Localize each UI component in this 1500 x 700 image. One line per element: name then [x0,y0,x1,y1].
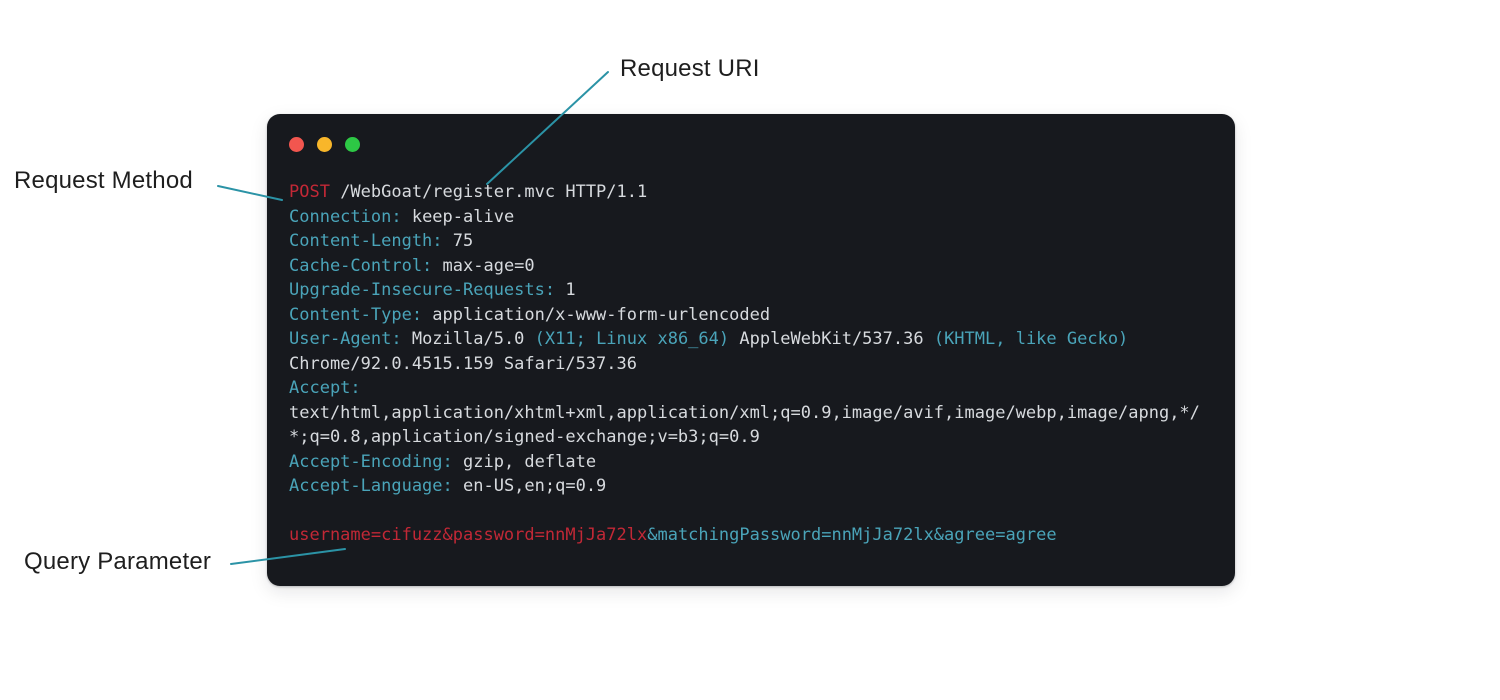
code-line: POST /WebGoat/register.mvc HTTP/1.1 [289,180,1219,205]
code-line: User-Agent: Mozilla/5.0 (X11; Linux x86_… [289,327,1219,352]
code-line: Connection: keep-alive [289,205,1219,230]
code-line: Chrome/92.0.4515.159 Safari/537.36 [289,352,1219,377]
code-segment-plain: 1 [555,280,576,300]
maximize-button-icon[interactable] [345,137,360,152]
code-line [289,499,1219,524]
code-segment-key: Accept-Language: [289,476,453,496]
code-segment-plain: application/x-www-form-urlencoded [422,304,771,325]
code-segment-key: Accept-Encoding: [289,451,453,472]
code-line: *;q=0.8,application/signed-exchange;v=b3… [289,425,1219,450]
code-line: Upgrade-Insecure-Requests: 1 [289,278,1219,303]
code-line: Cache-Control: max-age=0 [289,254,1219,279]
code-segment-plain: 75 [442,231,474,251]
code-segment-plain: gzip, deflate [452,451,597,472]
code-segment-key: User-Agent: [289,329,402,349]
code-segment-plain: Mozilla/5.0 [401,329,535,349]
code-segment-plain: text/html,application/xhtml+xml,applicat… [289,402,1200,423]
query-parameter-label: Query Parameter [24,548,212,575]
code-segment-key: Cache-Control: [289,255,433,276]
code-segment-red: username=cifuzz&password=nnMjJa72lx [289,525,648,545]
code-segment-key: Content-Length: [289,231,443,251]
code-line: Content-Length: 75 [289,229,1219,254]
code-line: username=cifuzz&password=nnMjJa72lx&matc… [289,523,1219,548]
window-titlebar [289,137,360,152]
code-line: Content-Type: application/x-www-form-url… [289,303,1219,328]
code-segment-key: Upgrade-Insecure-Requests: [289,280,556,300]
code-segment-key: (KHTML, like Gecko) [933,329,1129,349]
code-segment-plain: keep-alive [401,206,515,227]
code-segment-key: (X11; Linux x86_64) [534,329,730,349]
code-segment-key: Content-Type: [289,304,423,325]
code-segment-plain: *;q=0.8,application/signed-exchange;v=b3… [289,427,760,447]
request-method-label: Request Method [14,167,193,194]
minimize-button-icon[interactable] [317,137,332,152]
code-segment-plain: en-US,en;q=0.9 [452,476,607,496]
code-line: Accept-Language: en-US,en;q=0.9 [289,474,1219,499]
code-segment-plain: max-age=0 [432,255,535,276]
close-button-icon[interactable] [289,137,304,152]
code-segment-plain: AppleWebKit/537.36 [729,329,934,349]
code-line: text/html,application/xhtml+xml,applicat… [289,401,1219,426]
code-segment-key: &matchingPassword=nnMjJa72lx&agree=agree [647,525,1057,545]
code-segment-plain: /WebGoat/register.mvc HTTP/1.1 [329,182,648,202]
code-segment-red: POST [289,182,330,202]
code-segment-plain: Chrome/92.0.4515.159 Safari/537.36 [289,353,637,374]
code-segment-key: Connection: [289,206,402,227]
code-line: Accept: [289,376,1219,401]
code-segment-key: Accept: [289,378,361,398]
code-line: Accept-Encoding: gzip, deflate [289,450,1219,475]
request-uri-label: Request URI [620,55,760,82]
